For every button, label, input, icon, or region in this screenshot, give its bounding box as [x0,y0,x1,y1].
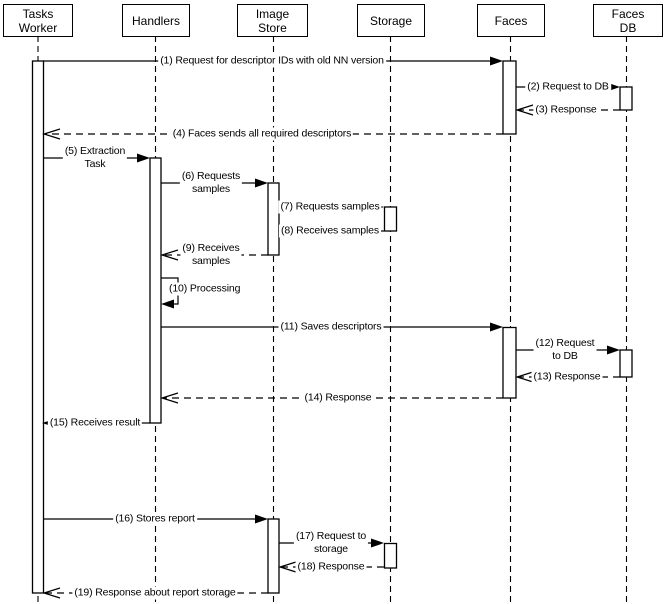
arrowhead-filled [371,538,384,548]
message-label-9: (9) Receives samples [180,242,242,268]
message-label-7: (7) Requests samples [278,200,382,214]
arrowhead-filled [255,514,268,524]
message-label-10: (10) Processing [167,282,243,296]
arrowhead-filled [255,178,268,188]
arrowhead-open [159,392,179,404]
arrowhead-open [41,587,61,599]
actor-faces: Faces [477,4,545,37]
message-label-17: (17) Request to storage [293,530,369,556]
message-label-12: (12) Request to DB [533,337,597,363]
activation-faces-1 [502,60,517,135]
message-label-14: (14) Response [302,391,374,405]
activation-faces-2 [502,326,517,399]
message-label-15: (15) Receives result [47,416,143,430]
arrowhead-filled [137,153,150,163]
activation-image-store-1 [267,182,280,256]
message-label-4: (4) Faces sends all required descriptors [170,127,354,141]
message-label-11: (11) Saves descriptors [278,320,384,334]
arrowhead-filled [490,322,503,332]
message-label-5: (5) Extraction Task [62,145,128,171]
actor-faces-db: Faces DB [593,4,663,37]
activation-tasks-worker [31,60,45,594]
arrowhead-open [41,128,61,140]
arrowhead-open [277,561,297,573]
actor-handlers: Handlers [122,4,190,37]
arrowhead-filled [490,56,503,66]
message-label-18: (18) Response [295,560,367,574]
message-label-2: (2) Request to DB [525,80,611,94]
activation-storage-2 [383,542,398,569]
message-label-16: (16) Stores report [113,512,197,526]
activation-image-store-2 [267,518,280,594]
message-label-19: (19) Response about report storage [72,586,238,600]
activation-storage-1 [383,206,398,232]
arrowhead-open [159,249,179,261]
activation-handlers [149,157,162,424]
actor-storage: Storage [357,4,425,37]
activation-faces-db-1 [619,86,633,111]
message-label-6: (6) Requests samples [179,170,243,196]
message-label-3: (3) Response [533,103,599,117]
activation-bars [31,60,633,594]
activation-faces-db-2 [619,349,633,378]
arrowhead-open [514,104,534,116]
arrowhead-filled [607,345,620,355]
arrowhead-filled [161,299,174,309]
message-label-13: (13) Response [531,370,603,384]
arrowhead-open [514,371,534,383]
message-label-8: (8) Receives samples [279,224,381,238]
actor-image-store: Image Store [237,4,308,37]
actor-tasks-worker: Tasks Worker [3,4,73,37]
message-label-1: (1) Request for descriptor IDs with old … [158,54,386,68]
